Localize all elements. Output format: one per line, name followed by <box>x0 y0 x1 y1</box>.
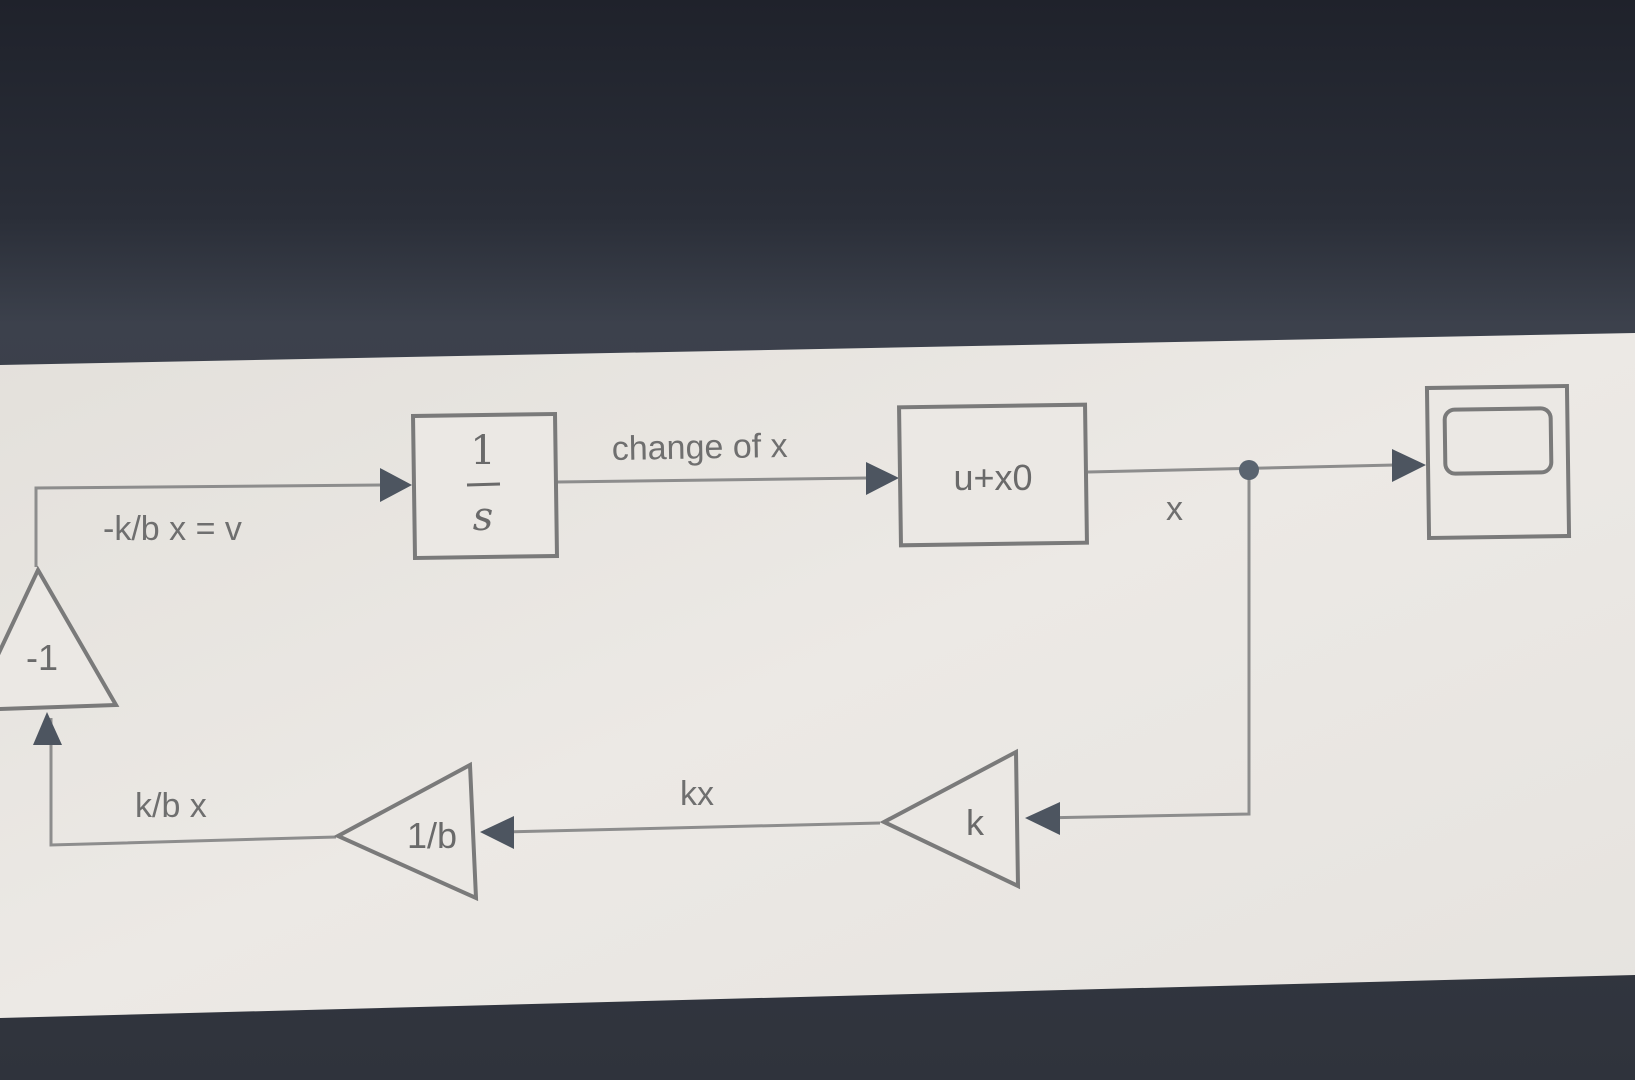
signal-label-kbx: k/b x <box>135 787 207 825</box>
signal-label-velocity: -k/b x = v <box>103 510 242 548</box>
scope-block[interactable] <box>1424 384 1572 540</box>
scope-screen-icon <box>1442 406 1554 476</box>
integrator-denominator: s <box>473 494 494 540</box>
arrow-into-gain-k <box>1025 802 1060 835</box>
wire-velocity <box>34 483 383 567</box>
wire-x-branch <box>1037 470 1251 820</box>
arrow-into-gain-neg1 <box>33 712 62 745</box>
integrator-numerator: 1 <box>470 428 495 474</box>
gain-k-label: k <box>966 802 985 843</box>
wire-kbx <box>49 718 337 847</box>
gain-neg1-block[interactable] <box>0 565 120 712</box>
offset-block[interactable] <box>897 402 1089 548</box>
integrator-fraction-bar <box>466 482 501 487</box>
signal-label-x: x <box>1166 490 1183 528</box>
diagram-canvas <box>0 333 1635 1018</box>
wire-kx <box>504 821 881 834</box>
integrator-block[interactable] <box>410 411 560 561</box>
branch-point <box>1239 460 1259 480</box>
arrow-into-offset <box>866 462 899 495</box>
gain-inv-b-block[interactable] <box>333 761 479 902</box>
signal-label-change-of-x: change of x <box>611 427 787 468</box>
gain-neg1-label: -1 <box>26 637 58 678</box>
offset-label: u+x0 <box>953 457 1032 498</box>
wire-change-of-x <box>556 476 869 484</box>
arrow-into-integrator <box>380 468 412 502</box>
arrow-into-scope <box>1392 449 1426 482</box>
arrow-into-gain-inv-b <box>480 816 514 849</box>
gain-inv-b-label: 1/b <box>407 815 457 856</box>
signal-label-kx: kx <box>680 775 714 813</box>
gain-k-block[interactable] <box>879 748 1021 890</box>
